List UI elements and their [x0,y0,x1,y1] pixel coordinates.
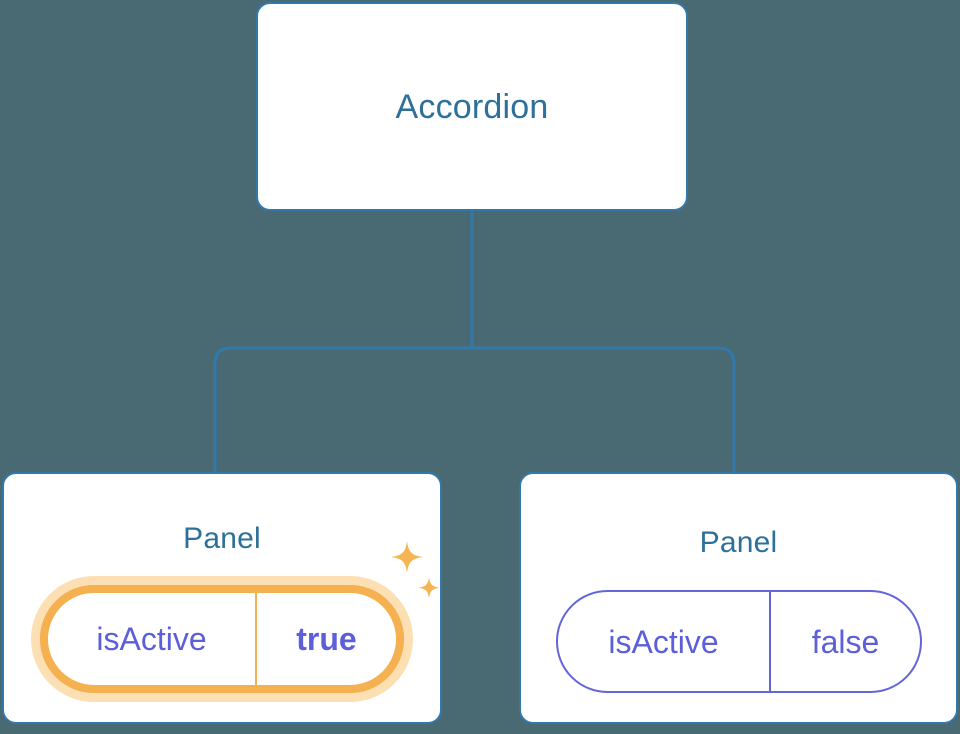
node-title-accordion: Accordion [395,87,549,126]
node-card-accordion[interactable]: Accordion [256,2,688,211]
prop-pill-isactive-true[interactable]: isActive true [31,576,413,702]
prop-value-label: true [296,621,357,657]
connector-branch-right [472,346,736,472]
prop-pill-isactive-false[interactable]: isActive false [556,590,922,693]
node-title-panel-right: Panel [699,526,778,559]
prop-key-label: isActive [558,592,771,691]
node-title-panel-left: Panel [183,522,261,555]
connector-branch-left [213,346,472,472]
prop-pill-inner: isActive true [40,585,404,693]
prop-key-label: isActive [48,593,257,685]
prop-value-label: false [811,623,880,660]
